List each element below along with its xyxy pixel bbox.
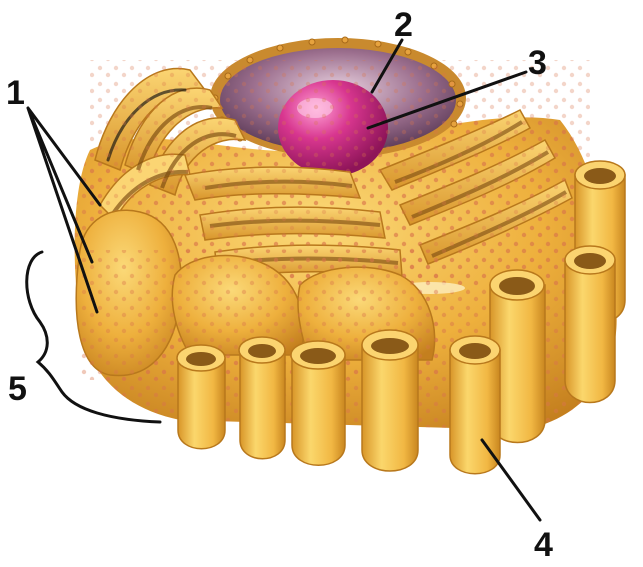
leader-line-4-icon	[482, 440, 540, 520]
callout-2-label: 2	[394, 6, 413, 44]
callout-1-label: 1	[6, 74, 25, 112]
callout-5-label: 5	[8, 370, 27, 408]
callout-4-label: 4	[534, 526, 553, 564]
callout-3-label: 3	[528, 44, 547, 82]
